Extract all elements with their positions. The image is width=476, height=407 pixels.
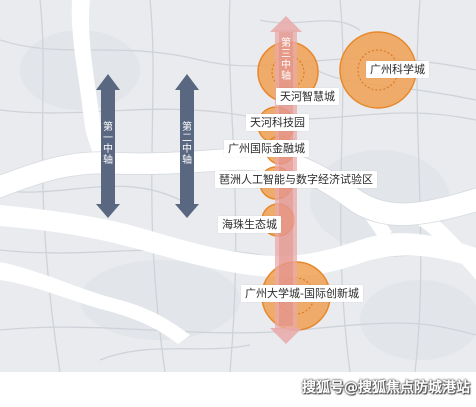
label-pazhou-ai: 琶洲人工智能与数字经济试验区 [215,171,377,188]
label-gz-finance: 广州国际金融城 [224,140,309,157]
watermark-text: 搜狐号@搜狐焦点防城港站 [302,380,470,396]
label-gz-science: 广州科学城 [366,61,429,78]
first-axis-arrow [96,74,120,218]
first-axis-label: 第一中轴 [103,122,113,166]
label-tianhe-smart: 天河智慧城 [276,88,339,105]
second-axis-label: 第二中轴 [182,122,192,166]
footer-band [0,372,476,407]
label-haizhu-eco: 海珠生态城 [218,216,281,233]
river [0,0,476,344]
label-gz-univ: 广州大学城-国际创新城 [241,285,363,302]
second-axis-arrow [175,74,199,218]
third-axis-label: 第三中轴 [281,38,291,82]
label-tianhe-tech: 天河科技园 [246,114,309,131]
